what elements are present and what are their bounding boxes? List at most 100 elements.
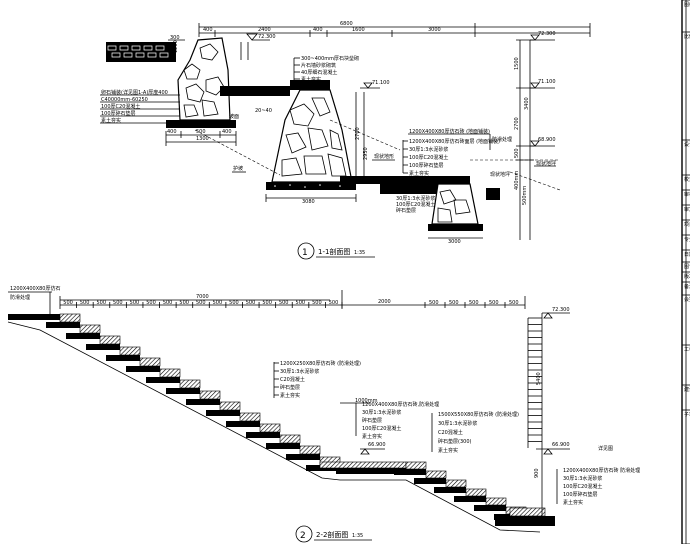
left-note: 100厚碎石垫层 [101,110,136,117]
dim-seg: 500 [469,300,479,306]
dim-seg: 400 [203,27,213,33]
label-existing: 现状地形 [374,153,394,160]
right-note: 素土夯实 [409,170,429,177]
section-title: 2-2剖面图 [316,530,348,539]
dim-right-v: 400mm [514,171,520,190]
side-label: 现状地坪 [490,171,510,178]
stair-tread [99,335,121,345]
dim-center-v: 2700 [355,127,361,140]
dim-mid: 2000 [378,299,391,305]
right-note: 30厚1:3水泥砂浆 [409,146,448,153]
stair-tread [79,324,101,334]
left-note: 100厚C20混凝土 [101,103,140,110]
dim-seg: 500 [96,300,106,306]
note-d: 100厚碎石垫层 [563,491,598,498]
tb-label: 图号 [684,264,690,270]
stair-tread [219,401,241,411]
stair-base [226,421,260,427]
tb-label: 工程名称 [684,346,690,353]
note-c: 1500X550X80厚仿石砖 (防滑处理) [438,411,519,418]
label-side: 护坡 [233,165,243,172]
dim-right: 5400 [536,372,542,385]
stair-base [266,443,300,449]
slope-line [329,119,401,151]
central-foundation [266,182,356,190]
stair-base [286,454,320,460]
center-note: 素土夯实 [301,76,321,83]
stair-tread [445,479,467,488]
dim-seg: 3000 [428,27,441,33]
section-scale: 1:35 [354,250,365,256]
dim-right-v: 500mm [522,186,528,205]
stair-base [146,377,180,383]
section-scale: 1:35 [352,533,363,539]
dim-overall: 6800 [340,21,353,27]
dim-seg: 500 [146,300,156,306]
level-right: 72.300 [552,307,570,313]
stair-tread [405,461,427,470]
dim-seg: 500 [80,300,90,306]
right-ground: 现状地坪 [536,160,556,167]
dim-right-v: 500 [514,148,520,158]
right-note: 100厚C20混凝土 [409,154,448,161]
dim-seg: 500 [279,300,289,306]
tb-label: 比例 [684,33,690,40]
stair-base [106,355,140,361]
dim-seg: 500 [63,300,73,306]
stair-base [86,344,120,350]
dim-seg: 500 [196,300,206,306]
tb-label: 项目负责 [684,221,690,228]
dim-seg: 2400 [258,27,271,33]
tb-label: 日期 [684,252,690,258]
left-note: 卵石铺装(详见图1-A)厚度400 [101,89,168,96]
note-a: 碎石垫层 [280,384,300,391]
right-callout-sub: 防滑处理 [492,136,512,143]
tb-label: 校对 [684,176,690,183]
dim-left-bottom: 400 [222,129,232,135]
stair-base [454,496,486,502]
tb-label: 图纸名称 [684,1,690,8]
stair-tread [199,390,221,400]
note-d: 30厚1:3水泥砂浆 [563,475,602,482]
dim-seg: 500 [296,300,306,306]
stair-base [66,333,100,339]
tb-label: 建设单位 [684,386,690,393]
stair-base [394,469,426,475]
dim-right-v: 1500 [514,57,520,70]
mid-terrace [220,86,290,96]
left-label-sub: 防滑处理 [10,294,30,301]
level-right: 72.300 [538,31,556,37]
note-d: 素土夯实 [563,499,583,506]
stair-tread [239,412,261,422]
dim-overall: 7000 [196,294,209,300]
level-right: 66.900 [552,442,570,448]
dim-seg: 500 [213,300,223,306]
dim-seg: 400 [313,27,323,33]
section-index: 2 [300,531,306,541]
note-c: C20混凝土 [438,429,463,436]
right-note: 1200X400X80厚仿石砖面层 (地面铺装) [409,138,500,145]
stair-tread [425,470,447,479]
landing-mid [336,468,406,474]
left-paving-hatch [106,42,176,62]
landing-top [8,314,60,320]
center-note: 片石墙砂浆砌筑 [301,62,336,69]
note-b: 素土夯实 [362,433,382,440]
dim-seg: 500 [130,300,140,306]
dim-seg: 500 [229,300,239,306]
note-a: C20混凝土 [280,376,305,383]
tb-label: 会签 [684,296,690,303]
note-b: 碎石垫层 [362,417,382,424]
section-index-circle [295,525,313,543]
dim-seg: 500 [163,300,173,306]
dim-seg: 500 [179,300,189,306]
wall-layer: 碎石垫层 [396,207,416,214]
right-foundation [428,224,483,231]
callout-20-40: 20~40 [255,108,272,114]
level-right: 71.100 [538,79,556,85]
dim-seg: 500 [489,300,499,306]
slope-underside [7,321,541,533]
right-terrace [340,176,470,184]
title-note: 详见图 [598,445,613,452]
note-b: 1200X400X80厚仿石砖,防滑处理 [362,401,439,408]
